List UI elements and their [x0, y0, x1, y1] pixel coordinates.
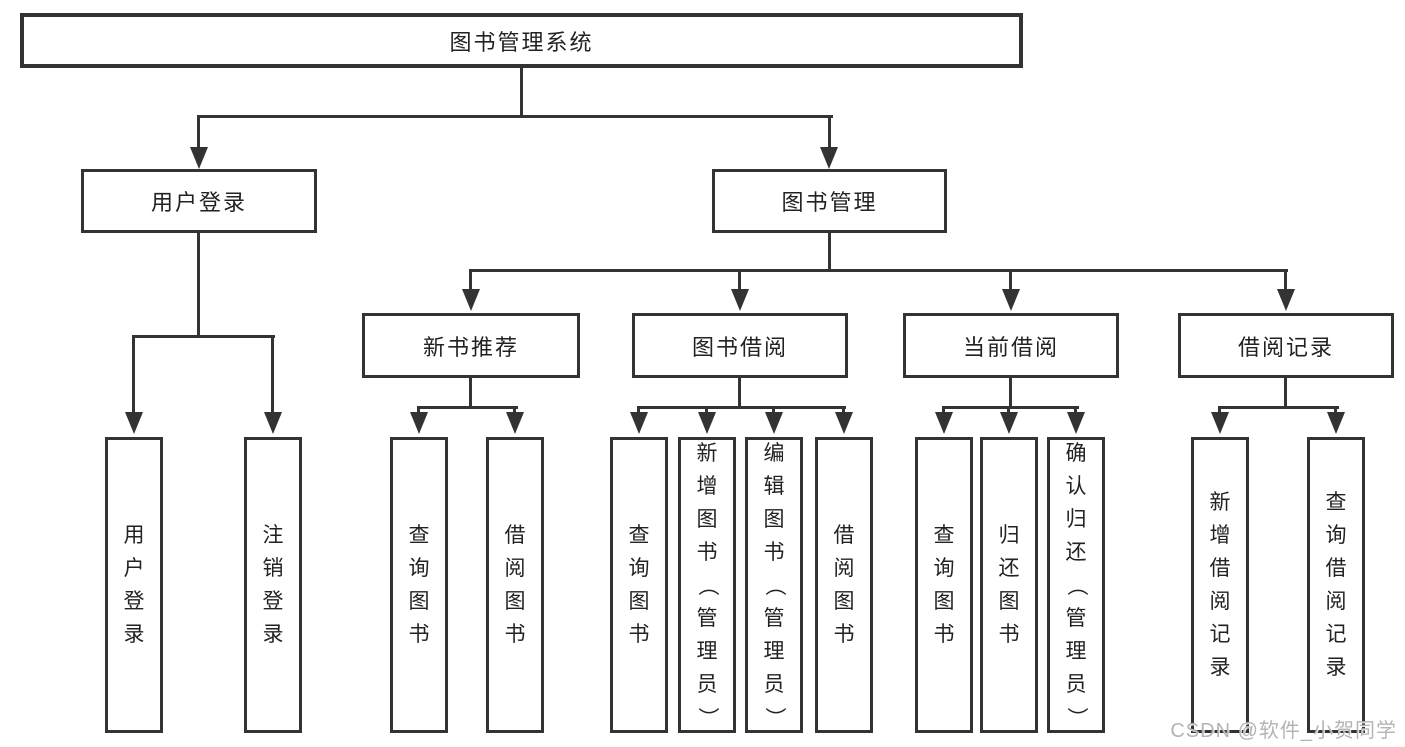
connector-stem: [828, 233, 831, 271]
connector-stem: [942, 406, 945, 415]
connector-rail: [197, 115, 833, 118]
node-label: 借阅记录: [1237, 334, 1334, 360]
connector-arrowhead: [1002, 289, 1020, 311]
node-new-book-recommend: 新书推荐: [362, 313, 580, 378]
leaf-return-book: 归还图书: [980, 437, 1038, 733]
connector-stem: [513, 406, 516, 415]
connector-stem: [417, 406, 420, 415]
leaf-query-books-current: 查询图书: [915, 437, 973, 733]
node-label: 借阅图书: [833, 524, 855, 646]
node-label: 用户登录: [123, 524, 145, 646]
node-current-borrowing: 当前借阅: [903, 313, 1119, 378]
node-label: 用户登录: [150, 190, 247, 215]
node-label: 新书推荐: [422, 334, 519, 360]
connector-rail: [132, 335, 275, 338]
connector-rail: [942, 406, 1079, 409]
leaf-query-borrow-record: 查询借阅记录: [1307, 437, 1365, 733]
node-label: 查询图书: [408, 524, 430, 646]
leaf-query-books-borrowing: 查询图书: [610, 437, 668, 733]
leaf-query-books-recommend: 查询图书: [390, 437, 448, 733]
node-label: 当前借阅: [962, 334, 1059, 360]
node-label: 图书管理: [781, 190, 878, 215]
node-label: 借阅图书: [504, 524, 526, 646]
connector-arrowhead: [698, 412, 716, 434]
connector-stem: [842, 406, 845, 415]
connector-stem: [469, 269, 472, 290]
connector-stem: [520, 68, 523, 117]
connector-arrowhead: [1327, 412, 1345, 434]
connector-stem: [1218, 406, 1221, 415]
leaf-add-borrow-record: 新增借阅记录: [1191, 437, 1249, 733]
connector-arrowhead: [935, 412, 953, 434]
connector-rail: [417, 406, 518, 409]
connector-arrowhead: [630, 412, 648, 434]
leaf-logout: 注销登录: [244, 437, 302, 733]
connector-arrowhead: [190, 147, 208, 169]
node-label: 新增图书（管理员）: [695, 441, 719, 728]
node-book-borrowing: 图书借阅: [632, 313, 848, 378]
connector-stem: [1009, 269, 1012, 290]
connector-rail: [469, 269, 1288, 272]
connector-arrowhead: [765, 412, 783, 434]
node-label: 查询图书: [933, 524, 955, 646]
node-book-management: 图书管理: [712, 169, 947, 233]
leaf-confirm-return-admin: 确认归还（管理员）: [1047, 437, 1105, 733]
connector-stem: [1007, 406, 1010, 415]
node-label: 新增借阅记录: [1209, 491, 1231, 679]
connector-stem: [1074, 406, 1077, 415]
node-system-root: 图书管理系统: [20, 13, 1023, 68]
connector-stem: [1284, 378, 1287, 408]
connector-stem: [132, 335, 135, 415]
connector-rail: [1218, 406, 1339, 409]
connector-arrowhead: [506, 412, 524, 434]
leaf-add-book-admin: 新增图书（管理员）: [678, 437, 736, 733]
node-label: 注销登录: [262, 524, 284, 646]
connector-stem: [738, 378, 741, 408]
connector-arrowhead: [264, 412, 282, 434]
connector-arrowhead: [1000, 412, 1018, 434]
node-borrowing-records: 借阅记录: [1178, 313, 1394, 378]
leaf-user-login: 用户登录: [105, 437, 163, 733]
node-label: 归还图书: [998, 524, 1020, 646]
node-label: 编辑图书（管理员）: [762, 441, 786, 728]
node-label: 确认归还（管理员）: [1064, 441, 1088, 728]
connector-stem: [738, 269, 741, 290]
connector-stem: [197, 115, 200, 148]
connector-arrowhead: [1211, 412, 1229, 434]
leaf-edit-book-admin: 编辑图书（管理员）: [745, 437, 803, 733]
connector-stem: [1009, 378, 1012, 408]
node-label: 图书借阅: [691, 334, 788, 360]
connector-rail: [637, 406, 846, 409]
connector-arrowhead: [1277, 289, 1295, 311]
node-label: 图书管理系统: [449, 29, 594, 55]
connector-stem: [271, 335, 274, 415]
connector-arrowhead: [835, 412, 853, 434]
leaf-borrow-books-borrowing: 借阅图书: [815, 437, 873, 733]
connector-stem: [197, 233, 200, 337]
node-label: 查询借阅记录: [1325, 491, 1347, 679]
connector-arrowhead: [125, 412, 143, 434]
connector-stem: [1334, 406, 1337, 415]
connector-arrowhead: [731, 289, 749, 311]
node-user-login: 用户登录: [81, 169, 317, 233]
connector-stem: [469, 378, 472, 408]
connector-stem: [1284, 269, 1287, 290]
connector-arrowhead: [462, 289, 480, 311]
connector-stem: [772, 406, 775, 415]
csdn-watermark: CSDN @软件_小贺同学: [1170, 720, 1397, 742]
connector-arrowhead: [1067, 412, 1085, 434]
connector-stem: [705, 406, 708, 415]
connector-stem: [637, 406, 640, 415]
connector-stem: [828, 115, 831, 148]
connector-arrowhead: [820, 147, 838, 169]
connector-arrowhead: [410, 412, 428, 434]
leaf-borrow-books-recommend: 借阅图书: [486, 437, 544, 733]
node-label: 查询图书: [628, 524, 650, 646]
